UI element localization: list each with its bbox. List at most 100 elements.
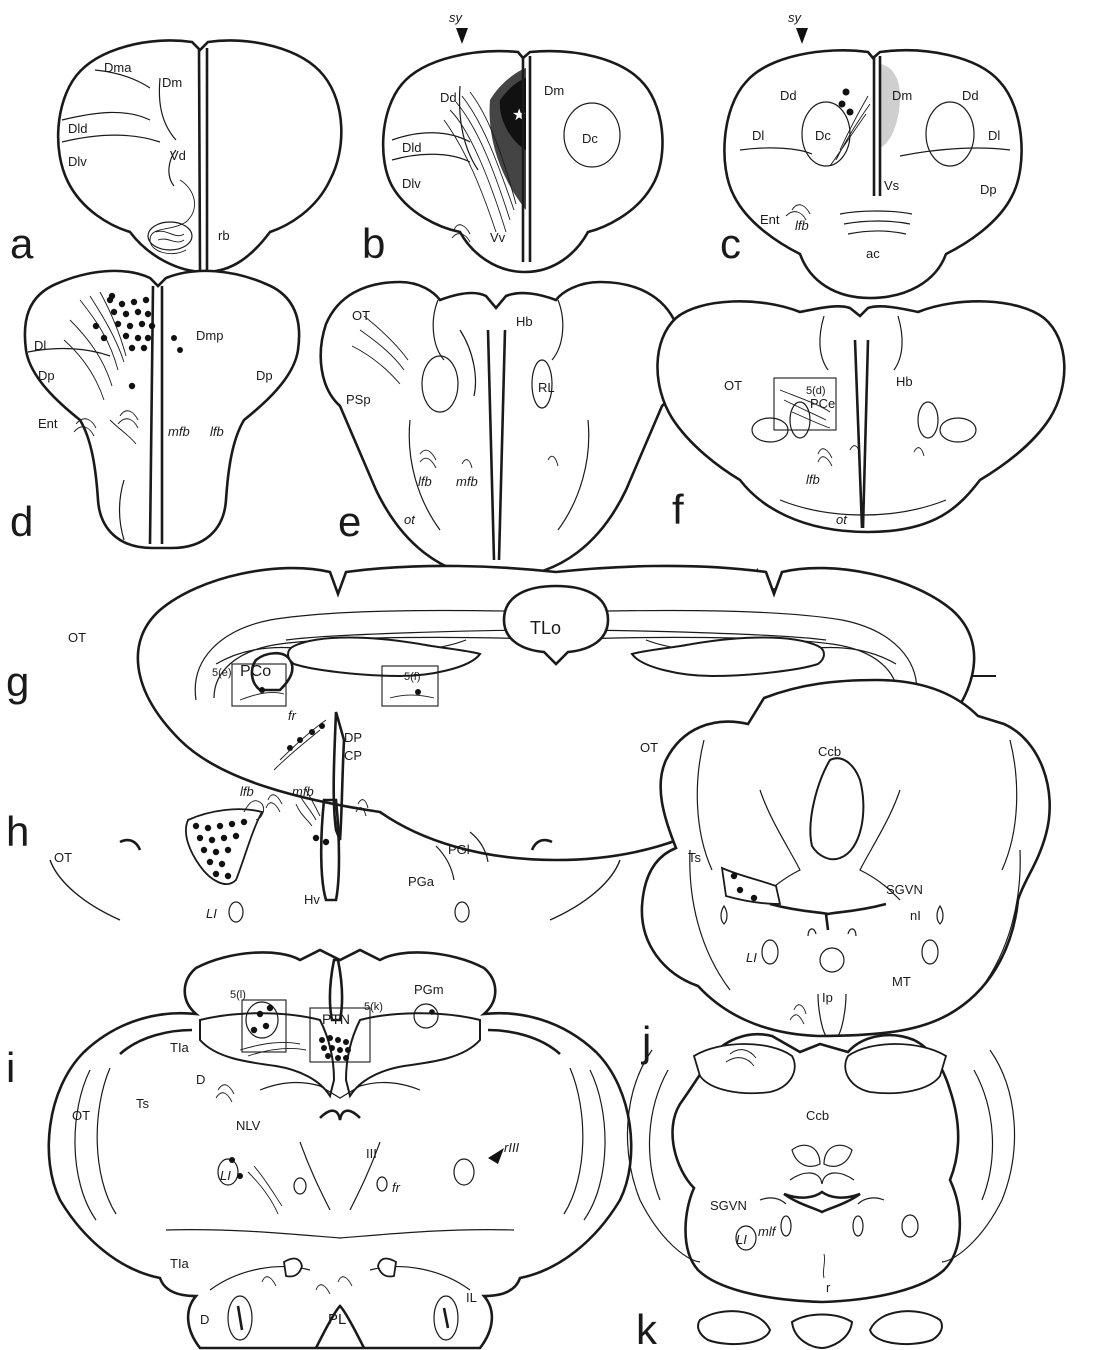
label-r-k: r	[826, 1280, 831, 1295]
panel-letter-d: d	[10, 498, 33, 545]
label-fr-i: fr	[392, 1180, 401, 1195]
panel-letter-e: e	[338, 498, 361, 545]
label-mfb-h: mfb	[292, 784, 314, 799]
label-Hb-f: Hb	[896, 374, 913, 389]
label-LI-k: LI	[736, 1232, 747, 1247]
label-Dl-c-right: Dl	[988, 128, 1000, 143]
label-Dl-d: Dl	[34, 338, 46, 353]
label-Ip-j: Ip	[822, 990, 833, 1005]
label-sy-c: sy	[788, 10, 803, 25]
label-LI-h: LI	[206, 906, 217, 921]
label-box-5l: 5(l)	[230, 989, 246, 1001]
label-mfb-e: mfb	[456, 474, 478, 489]
label-lfb-h: lfb	[240, 784, 254, 799]
panel-d: Dmp Dl Dp Dp Ent mfb lfb d	[10, 271, 299, 548]
label-Vs-c: Vs	[884, 178, 900, 193]
label-DP-g: DP	[344, 730, 362, 745]
label-Hv-h: Hv	[304, 892, 320, 907]
panel-letter-f: f	[672, 486, 684, 533]
label-box-5e: 5(e)	[212, 667, 232, 679]
label-LI-j: LI	[746, 950, 757, 965]
panel-letter-h: h	[6, 808, 29, 855]
label-Dd-c-right: Dd	[962, 88, 979, 103]
label-Dld: Dld	[68, 121, 88, 136]
label-PGa-h: PGa	[408, 874, 435, 889]
label-OT-h: OT	[54, 850, 72, 865]
label-box-5f: 5(f)	[404, 671, 421, 683]
panel-letter-c: c	[720, 220, 741, 267]
label-Dm-b: Dm	[544, 83, 564, 98]
label-D-i: D	[196, 1072, 205, 1087]
panel-letter-i: i	[6, 1044, 15, 1091]
label-Dmp-d: Dmp	[196, 328, 223, 343]
label-Ts-j: Ts	[688, 850, 702, 865]
label-Dp-d-left: Dp	[38, 368, 55, 383]
label-Vd: Vd	[170, 148, 186, 163]
label-LI-i: LI	[220, 1168, 231, 1183]
label-Dld-b: Dld	[402, 140, 422, 155]
label-Vv-b: Vv	[490, 230, 506, 245]
label-Hb-e: Hb	[516, 314, 533, 329]
label-nI-j: nI	[910, 908, 921, 923]
label-Dm: Dm	[162, 75, 182, 90]
label-lfb-d: lfb	[210, 424, 224, 439]
label-mlf-k: mlf	[758, 1224, 777, 1239]
label-PGl-h: PGl	[448, 842, 470, 857]
label-SGVN-j: SGVN	[886, 882, 923, 897]
panel-letter-b: b	[362, 220, 385, 267]
label-IL-i: IL	[466, 1290, 477, 1305]
label-RL-e: RL	[538, 380, 555, 395]
panel-letter-j: j	[640, 1018, 651, 1065]
label-III-i: III	[366, 1146, 377, 1161]
label-PSp-e: PSp	[346, 392, 371, 407]
panel-a: Dma Dm Dld Dlv Vd rb a	[10, 40, 341, 272]
label-rIII-i: rIII	[504, 1140, 520, 1155]
label-rb: rb	[218, 228, 230, 243]
label-TIa2-i: TIa	[170, 1256, 190, 1271]
label-OT-f: OT	[724, 378, 742, 393]
label-Dd-c-left: Dd	[780, 88, 797, 103]
label-Dm-c: Dm	[892, 88, 912, 103]
label-Dd-b: Dd	[440, 90, 457, 105]
label-NLV-i: NLV	[236, 1118, 261, 1133]
label-CP-g: CP	[344, 748, 362, 763]
label-Dp-d-right: Dp	[256, 368, 273, 383]
label-OT-g: OT	[68, 630, 86, 645]
label-MT-j: MT	[892, 974, 911, 989]
panel-j: OT Ccb Ts SGVN nI LI MT Ip j	[640, 680, 1050, 1065]
label-Dlv: Dlv	[68, 154, 87, 169]
label-OT-e: OT	[352, 308, 370, 323]
label-Ent-c: Ent	[760, 212, 780, 227]
label-ac-c: ac	[866, 246, 880, 261]
label-Ent-d: Ent	[38, 416, 58, 431]
label-mfb-d: mfb	[168, 424, 190, 439]
label-ot-e: ot	[404, 512, 416, 527]
label-PCe-f: PCe	[810, 396, 835, 411]
label-D2-i: D	[200, 1312, 209, 1327]
label-TIa-i: TIa	[170, 1040, 190, 1055]
label-TLo-g: TLo	[530, 618, 561, 638]
panel-i: 5(l) 5(k) PGm PTN TIa D OT Ts NLV III LI…	[6, 950, 631, 1348]
label-lfb-e: lfb	[418, 474, 432, 489]
label-OT-i: OT	[72, 1108, 90, 1123]
label-PGm-i: PGm	[414, 982, 444, 997]
label-Ts-i: Ts	[136, 1096, 150, 1111]
label-box-5k: 5(k)	[364, 1001, 383, 1013]
label-Dc-c: Dc	[815, 128, 831, 143]
panel-c: sy Dd Dm Dd Dl Dc Dl Vs Dp Ent lfb ac c	[720, 10, 1022, 298]
panel-f: Hb OT 5(d) PCe lfb ot f	[657, 301, 1064, 533]
label-fr-g: fr	[288, 708, 297, 723]
label-lfb-f: lfb	[806, 472, 820, 487]
panel-letter-a: a	[10, 220, 34, 267]
label-Dl-c-left: Dl	[752, 128, 764, 143]
label-ot-f: ot	[836, 512, 848, 527]
label-Dlv-b: Dlv	[402, 176, 421, 191]
label-SGVN-k: SGVN	[710, 1198, 747, 1213]
panel-b: ★ sy Dd Dm Dld Dlv Dc Vv b	[362, 10, 662, 272]
label-PL-i: PL	[328, 1311, 346, 1328]
label-Dma: Dma	[104, 60, 132, 75]
label-PTN-i: PTN	[322, 1011, 350, 1027]
label-Ccb-j: Ccb	[818, 744, 841, 759]
label-OT-j: OT	[640, 740, 658, 755]
